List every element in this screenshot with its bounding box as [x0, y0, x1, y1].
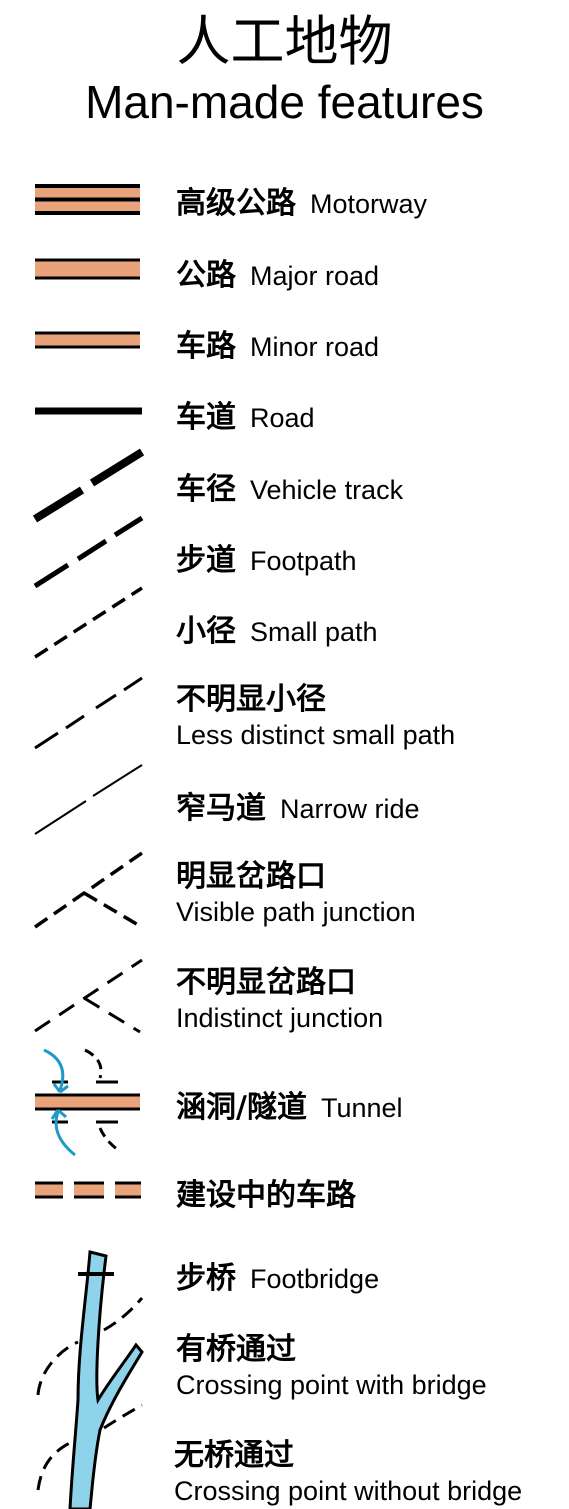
road-under-construction-symbol: [35, 1181, 141, 1199]
label-cn: 涵洞/隧道: [176, 1090, 307, 1125]
legend-item-narrow-ride: 窄马道 Narrow ride: [176, 783, 420, 827]
label-cn: 步道: [176, 543, 236, 578]
legend-item-small-path: 小径 Small path: [176, 606, 378, 650]
legend-item-crossing-without-bridge: 无桥通过 Crossing point without bridge: [174, 1430, 522, 1507]
motorway-symbol: [35, 184, 140, 215]
label-en: Motorway: [310, 189, 428, 219]
label-en: Crossing point without bridge: [174, 1476, 523, 1506]
minor-road-symbol: [35, 331, 140, 349]
legend-item-vehicle-track: 车径 Vehicle track: [176, 464, 403, 508]
no-bridge-crossing-path: [36, 1403, 143, 1491]
legend-item-minor-road: 车路 Minor road: [176, 321, 379, 365]
legend-item-indistinct-junction: 不明显岔路口 Indistinct junction: [176, 957, 383, 1034]
label-en: Minor road: [250, 332, 380, 362]
narrow-ride-symbol: [34, 764, 143, 835]
label-en: Footpath: [250, 546, 357, 576]
label-cn: 步桥: [176, 1261, 236, 1296]
small-path-symbol: [34, 586, 143, 659]
label-en: Visible path junction: [176, 897, 416, 927]
label-cn: 明显岔路口: [176, 859, 326, 894]
legend-item-visible-junction: 明显岔路口 Visible path junction: [176, 851, 416, 928]
legend-item-road: 车道 Road: [176, 392, 315, 436]
label-cn: 公路: [176, 258, 236, 293]
legend-item-motorway: 高级公路 Motorway: [176, 178, 427, 222]
legend-item-less-distinct-path: 不明显小径 Less distinct small path: [176, 674, 455, 751]
bridge-crossing-path: [36, 1297, 144, 1396]
label-en: Indistinct junction: [176, 1003, 384, 1033]
title-english: Man-made features: [85, 76, 484, 128]
label-en: Narrow ride: [280, 794, 420, 824]
label-en: Small path: [250, 617, 378, 647]
vehicle-track-symbol: [32, 448, 145, 523]
label-cn: 车道: [176, 400, 236, 435]
label-en: Vehicle track: [250, 475, 404, 505]
legend-item-tunnel: 涵洞/隧道 Tunnel: [176, 1082, 403, 1126]
label-cn: 不明显小径: [176, 682, 326, 717]
visible-junction-symbol: [34, 851, 143, 929]
label-en: Major road: [250, 261, 380, 291]
major-road-symbol: [35, 258, 140, 280]
label-en: Less distinct small path: [176, 720, 456, 750]
label-cn: 车路: [176, 329, 236, 364]
label-cn: 小径: [176, 614, 236, 649]
label-en: Tunnel: [320, 1093, 403, 1123]
label-cn: 窄马道: [176, 791, 266, 826]
label-cn: 车径: [176, 472, 236, 507]
legend-item-major-road: 公路 Major road: [176, 250, 379, 294]
river-crossing-symbols: [36, 1250, 144, 1509]
label-en: Footbridge: [250, 1264, 380, 1294]
river-shape: [68, 1250, 144, 1509]
label-cn: 高级公路: [176, 186, 296, 221]
label-cn: 无桥通过: [174, 1438, 294, 1473]
less-distinct-path-symbol: [34, 676, 143, 750]
legend-item-footpath: 步道 Footpath: [176, 535, 357, 579]
label-en: Road: [250, 403, 315, 433]
label-cn: 有桥通过: [176, 1332, 296, 1367]
indistinct-junction-symbol: [34, 958, 143, 1034]
label-cn: 不明显岔路口: [176, 965, 356, 1000]
label-en: Crossing point with bridge: [176, 1370, 487, 1400]
legend-item-road-under-construction: 建设中的车路: [176, 1170, 356, 1214]
footpath-symbol: [33, 515, 144, 589]
tunnel-symbol: [35, 1048, 140, 1157]
label-cn: 建设中的车路: [176, 1178, 356, 1213]
legend-item-crossing-with-bridge: 有桥通过 Crossing point with bridge: [176, 1324, 487, 1401]
legend-item-footbridge: 步桥 Footbridge: [176, 1253, 379, 1297]
title-chinese: 人工地物: [176, 10, 393, 73]
